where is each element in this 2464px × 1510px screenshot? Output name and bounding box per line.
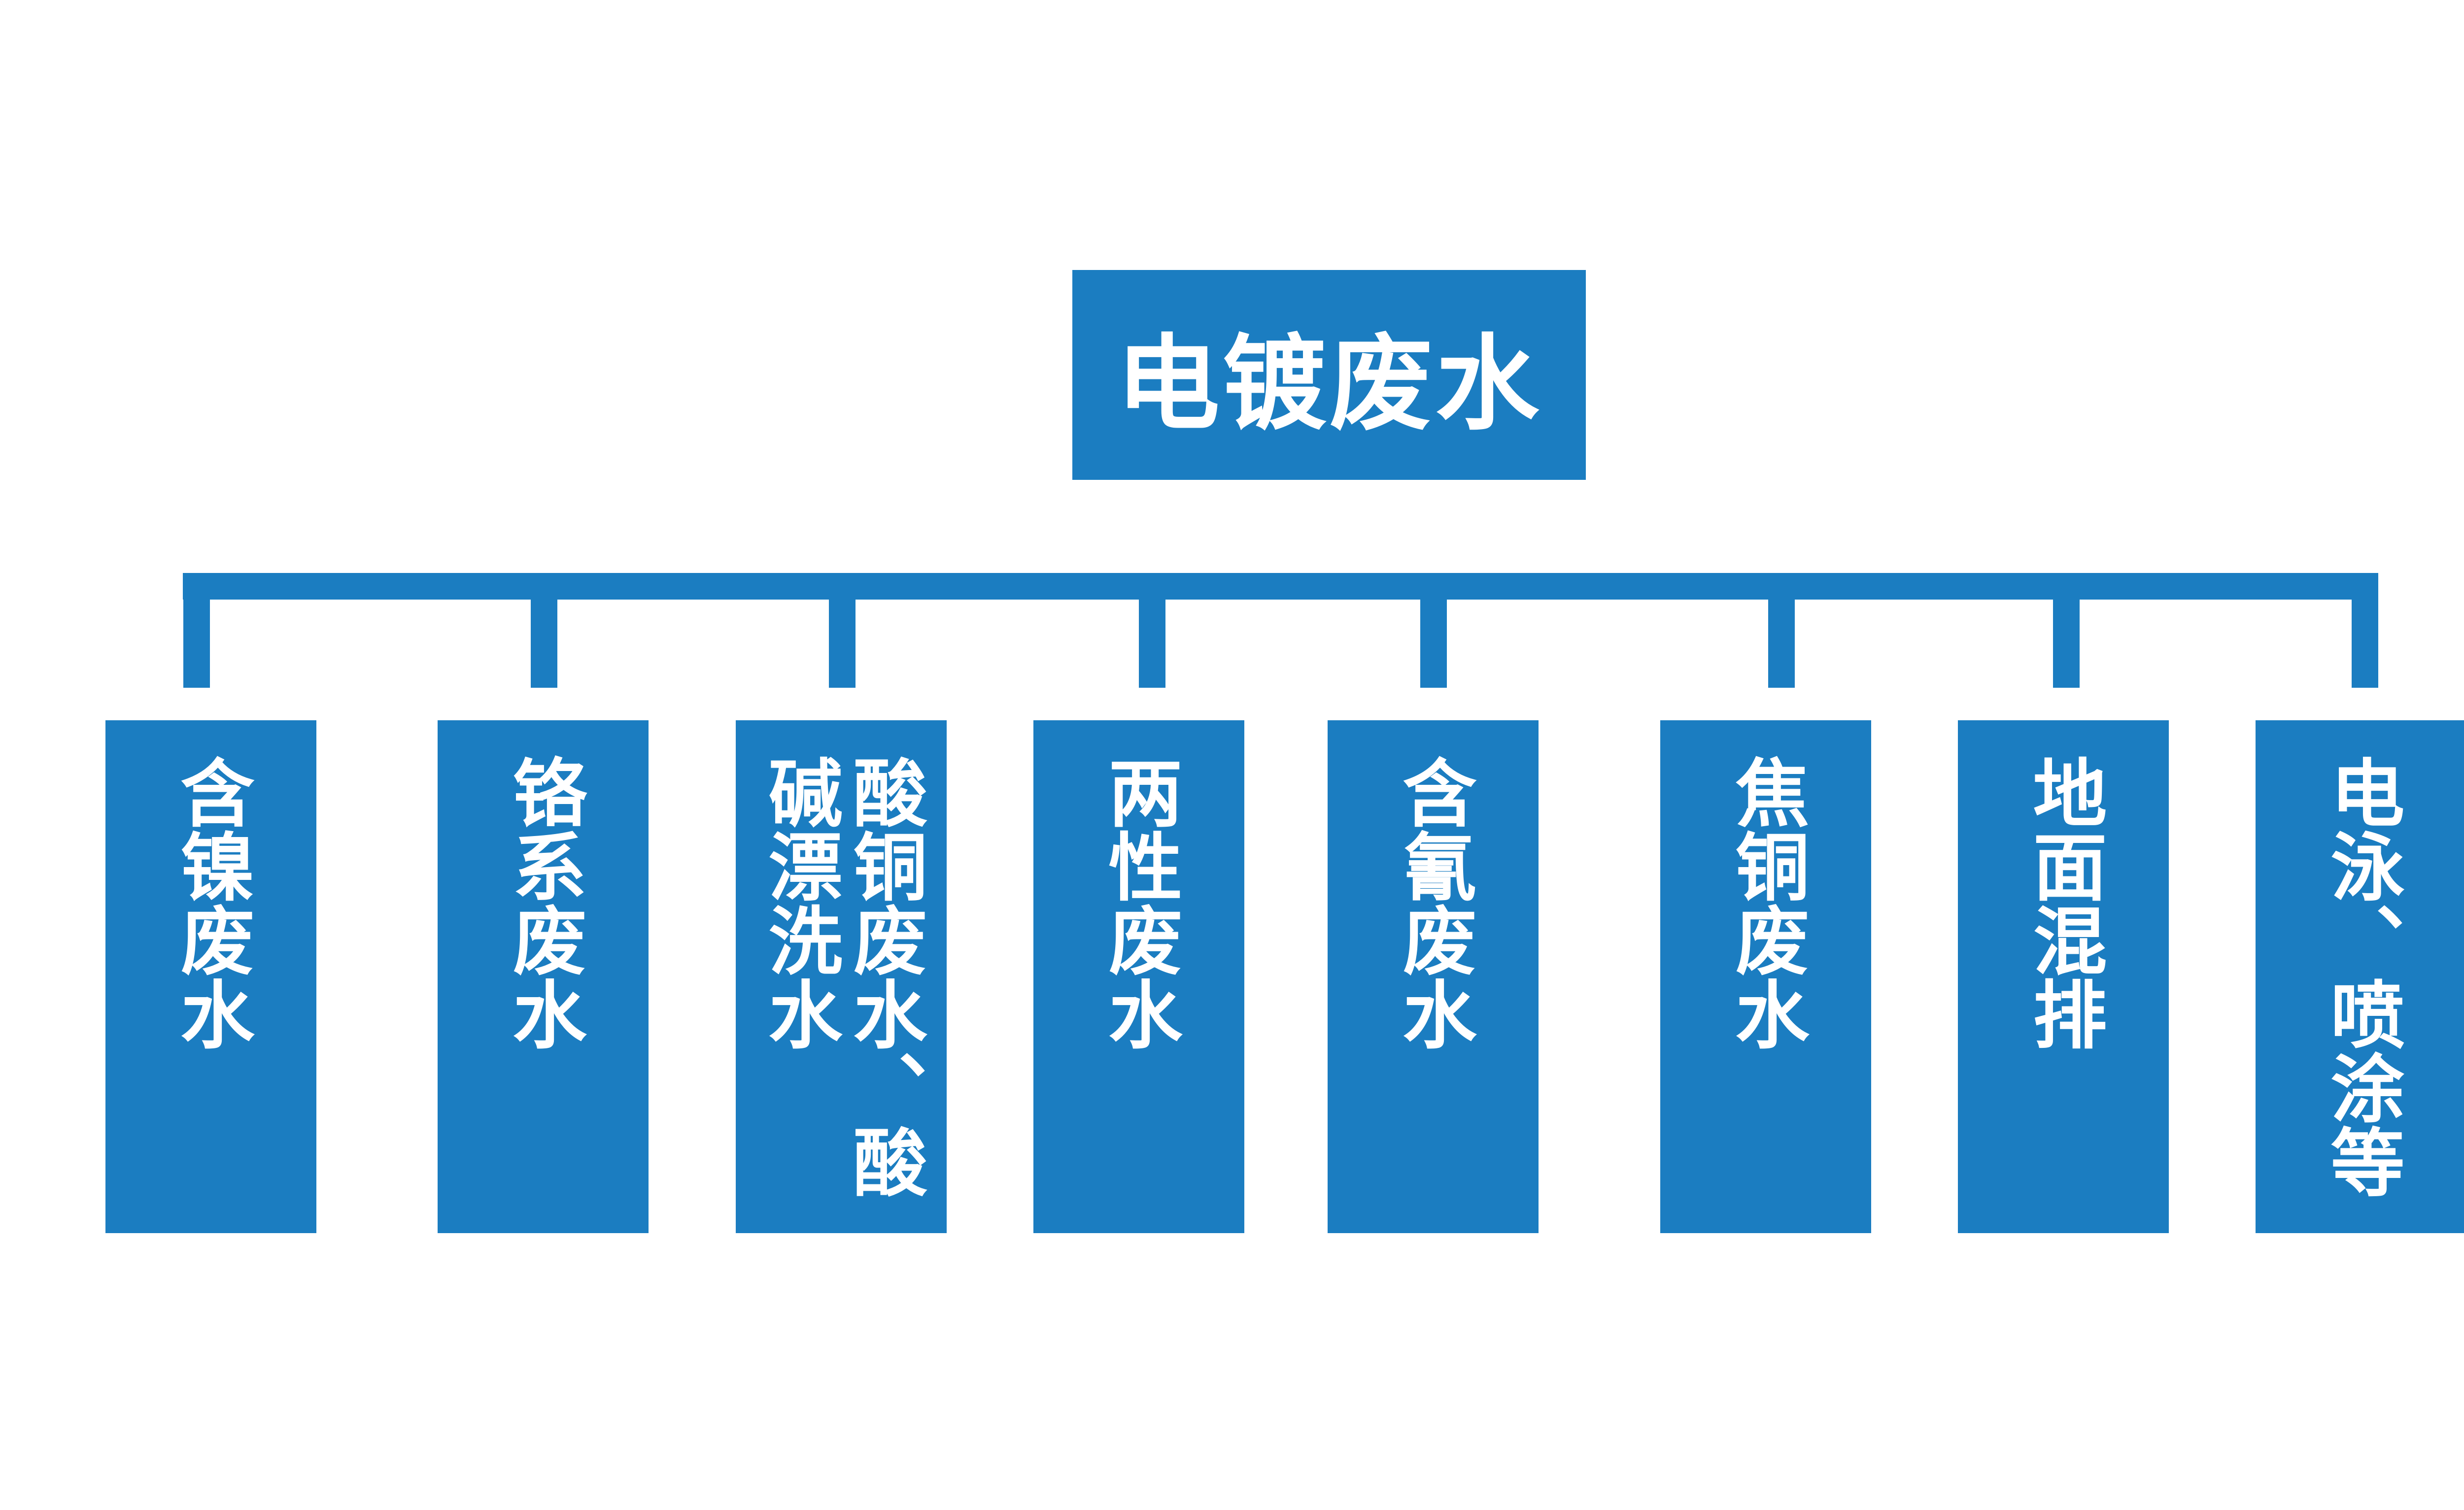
- connector-drop-8: [2352, 573, 2378, 688]
- category-node-label: 电泳、喷涂等: [2318, 755, 2404, 1198]
- category-node-5: 含氰废水: [1328, 720, 1539, 1233]
- category-node-6: 焦铜废水: [1660, 720, 1871, 1233]
- category-node-4: 两性废水: [1033, 720, 1244, 1233]
- connector-drop-2: [531, 573, 557, 688]
- connector-drop-5: [1420, 573, 1447, 688]
- category-node-label: 地面混排: [2020, 755, 2106, 1050]
- category-node-7: 地面混排: [1958, 720, 2169, 1233]
- connector-drop-1: [183, 573, 210, 688]
- category-node-8: 电泳、喷涂等: [2256, 720, 2464, 1233]
- category-node-2: 铬系废水: [438, 720, 649, 1233]
- category-node-3: 酸铜废水、酸碱漂洗水: [736, 720, 947, 1233]
- root-node-label: 电镀废水: [1116, 324, 1542, 444]
- category-node-label: 焦铜废水: [1723, 755, 1809, 1050]
- connector-horizontal-bus: [183, 573, 2378, 600]
- connector-drop-7: [2053, 573, 2080, 688]
- connector-drop-6: [1768, 573, 1795, 688]
- category-node-label: 含氰废水: [1390, 755, 1476, 1050]
- category-node-1: 含镍废水: [105, 720, 316, 1233]
- connector-drop-4: [1139, 573, 1165, 688]
- category-node-label: 铬系废水: [500, 755, 586, 1050]
- root-node: 电镀废水: [1072, 270, 1586, 480]
- category-node-label: 两性废水: [1096, 755, 1182, 1050]
- category-node-label: 含镍废水: [168, 755, 254, 1050]
- connector-drop-3: [829, 573, 856, 688]
- category-node-label: 酸铜废水、酸碱漂洗水: [756, 755, 926, 1198]
